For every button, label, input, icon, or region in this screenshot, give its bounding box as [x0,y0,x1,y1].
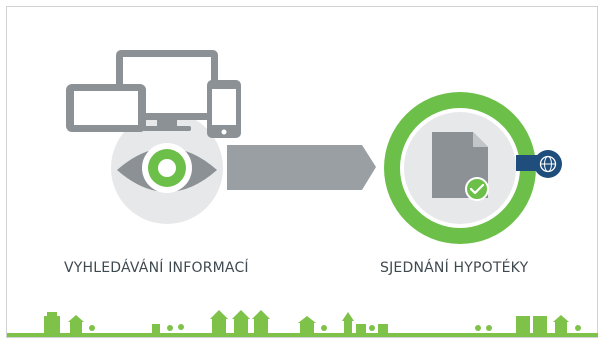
town-skyline [7,310,598,337]
network-globe-icon [516,150,562,178]
smartphone-icon [207,80,241,138]
step-label-mortgage: SJEDNÁNÍ HYPOTÉKY [380,260,529,276]
eye-icon [117,143,217,193]
tablet-icon [66,84,146,132]
devices-illustration [66,50,241,138]
process-arrow [227,145,376,190]
document-check-icon [432,132,489,201]
step-label-search: VYHLEDÁVÁNÍ INFORMACÍ [64,260,249,276]
